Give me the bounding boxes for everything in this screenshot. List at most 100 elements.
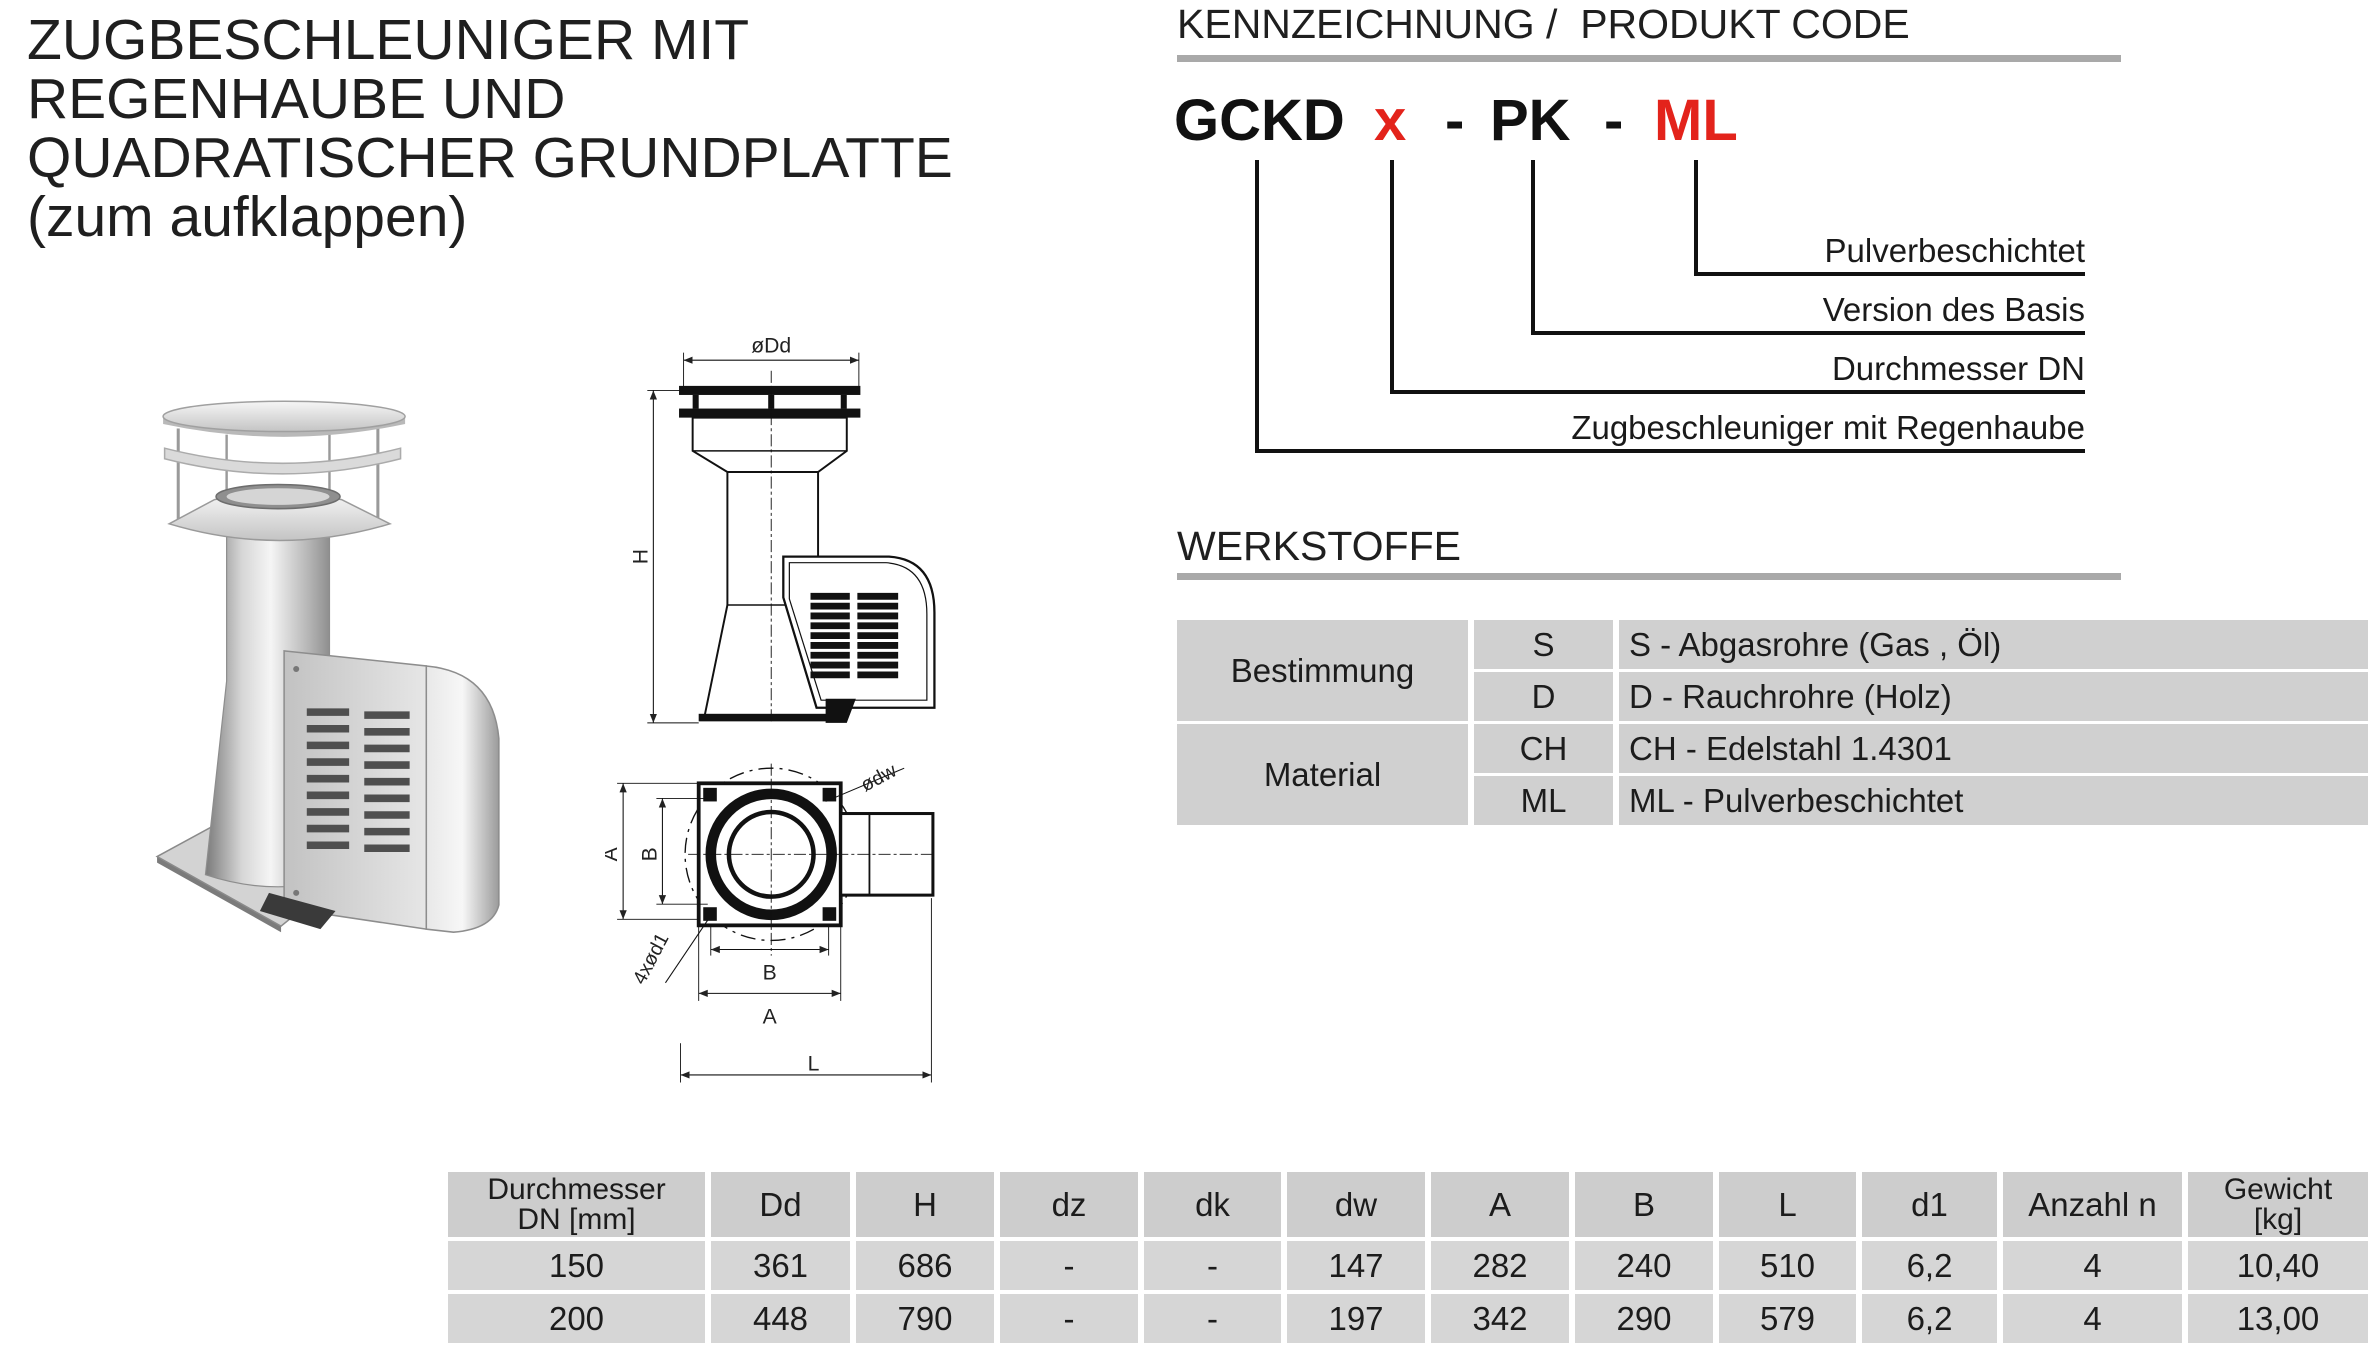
rain-cap-disc xyxy=(162,400,406,433)
louver-box-inner xyxy=(788,562,928,701)
table-cell: 579 xyxy=(1719,1294,1856,1343)
code-part-coating: ML xyxy=(1654,88,1738,153)
pipe-opening-inner xyxy=(226,488,330,505)
code-separator: - xyxy=(1604,88,1624,153)
table-header-cell: B xyxy=(1575,1172,1713,1237)
table-cell: - xyxy=(1144,1294,1281,1343)
louver-box-outline xyxy=(782,555,936,709)
table-header-cell: Gewicht [kg] xyxy=(2188,1172,2368,1237)
label-h: H xyxy=(629,549,652,564)
code-part-base: PK xyxy=(1490,88,1571,153)
heading-rule xyxy=(1177,55,2121,62)
connector-line xyxy=(1390,160,1394,394)
table-header-cell: A xyxy=(1431,1172,1569,1237)
page-title: ZUGBESCHLEUNIGER MIT REGENHAUBE UND QUAD… xyxy=(27,11,953,247)
legend-label-coating: Pulverbeschichtet xyxy=(1824,232,2085,269)
technical-drawing: øDd H ødw A B 4xød1 B A L xyxy=(605,335,936,1083)
product-code-heading: KENNZEICHNUNG / PRODUKT CODE xyxy=(1177,1,1910,47)
table-cell: 240 xyxy=(1575,1241,1713,1290)
label-dw: ødw xyxy=(857,759,901,796)
leader-line-d1 xyxy=(665,917,710,984)
screw xyxy=(293,665,300,673)
table-cell: 282 xyxy=(1431,1241,1569,1290)
materials-code-cell: ML xyxy=(1474,776,1613,825)
connector-line xyxy=(1255,449,2085,453)
header-text: Gewicht [kg] xyxy=(2223,1172,2333,1236)
code-separator: - xyxy=(1445,88,1465,153)
table-cell: - xyxy=(1000,1241,1138,1290)
table-cell: 790 xyxy=(856,1294,994,1343)
code-part-diameter: x xyxy=(1374,88,1407,153)
connector-line xyxy=(1531,331,2085,335)
label-l: L xyxy=(808,1052,820,1075)
label-a-side: A xyxy=(605,846,622,861)
cap-plate xyxy=(679,408,861,418)
table-header-cell: L xyxy=(1719,1172,1856,1237)
hinge-bracket xyxy=(259,892,336,930)
side-elevation xyxy=(647,352,936,724)
connector-line xyxy=(1694,272,2085,276)
table-cell: 13,00 xyxy=(2188,1294,2368,1343)
hinge-foot xyxy=(825,698,856,723)
title-line: REGENHAUBE UND xyxy=(27,67,566,131)
table-cell: 686 xyxy=(856,1241,994,1290)
louver-box-side xyxy=(425,665,500,933)
table-cell: - xyxy=(1000,1294,1138,1343)
table-cell: - xyxy=(1144,1241,1281,1290)
cap-post xyxy=(840,394,847,409)
materials-code-cell: S xyxy=(1474,620,1613,669)
connector-line xyxy=(1255,160,1259,453)
cap-ring xyxy=(163,447,402,475)
table-header-cell: dz xyxy=(1000,1172,1138,1237)
table-cell: 6,2 xyxy=(1862,1294,1997,1343)
materials-group-label: Bestimmung xyxy=(1177,620,1468,721)
cap-post xyxy=(692,394,699,409)
mounting-hole xyxy=(822,907,837,921)
mounting-hole xyxy=(703,907,717,921)
table-cell: 510 xyxy=(1719,1241,1856,1290)
mounting-hole xyxy=(703,787,717,802)
table-header-cell: Anzahl n xyxy=(2003,1172,2182,1237)
materials-table: Bestimmung S S - Abgasrohre (Gas , Öl) D… xyxy=(1177,620,2368,825)
label-b-side: B xyxy=(638,847,661,861)
table-cell: 10,40 xyxy=(2188,1241,2368,1290)
table-cell: 361 xyxy=(711,1241,850,1290)
screw xyxy=(293,889,300,896)
table-cell: 147 xyxy=(1287,1241,1425,1290)
table-cell: 4 xyxy=(2003,1241,2182,1290)
plan-view xyxy=(617,763,935,1083)
table-cell: 200 xyxy=(448,1294,705,1343)
connector-line xyxy=(1694,160,1698,276)
label-dd: øDd xyxy=(751,335,791,358)
table-cell: 6,2 xyxy=(1862,1241,1997,1290)
materials-code-cell: CH xyxy=(1474,724,1613,773)
title-line: ZUGBESCHLEUNIGER MIT xyxy=(27,8,750,72)
table-cell: 4 xyxy=(2003,1294,2182,1343)
materials-desc-cell: CH - Edelstahl 1.4301 xyxy=(1619,724,2368,773)
materials-code-cell: D xyxy=(1474,672,1613,721)
louver-slots xyxy=(810,592,899,679)
table-cell: 342 xyxy=(1431,1294,1569,1343)
connector-line xyxy=(1390,390,2085,394)
legend-label-base: Version des Basis xyxy=(1822,291,2085,328)
dimensions-table: Durchmesser DN [mm] Dd H dz dk dw A B L … xyxy=(448,1172,2368,1343)
materials-desc-cell: D - Rauchrohre (Holz) xyxy=(1619,672,2368,721)
table-cell: 290 xyxy=(1575,1294,1713,1343)
label-a-bottom: A xyxy=(763,1006,778,1029)
louver-box-front xyxy=(283,650,428,931)
table-cell: 150 xyxy=(448,1241,705,1290)
materials-heading: WERKSTOFFE xyxy=(1177,523,1461,569)
connector-line xyxy=(1531,160,1535,335)
table-header-cell: H xyxy=(856,1172,994,1237)
product-render xyxy=(155,400,500,933)
table-cell: 197 xyxy=(1287,1294,1425,1343)
materials-desc-cell: S - Abgasrohre (Gas , Öl) xyxy=(1619,620,2368,669)
header-text: Durchmesser DN [mm] xyxy=(487,1172,666,1236)
cap-plate xyxy=(679,385,861,395)
table-header-cell: Durchmesser DN [mm] xyxy=(448,1172,705,1237)
title-line: (zum aufklappen) xyxy=(27,185,468,249)
materials-group-label: Material xyxy=(1177,724,1468,825)
materials-desc-cell: ML - Pulverbeschichtet xyxy=(1619,776,2368,825)
legend-label-series: Zugbeschleuniger mit Regenhaube xyxy=(1571,409,2085,446)
table-header-cell: dw xyxy=(1287,1172,1425,1237)
